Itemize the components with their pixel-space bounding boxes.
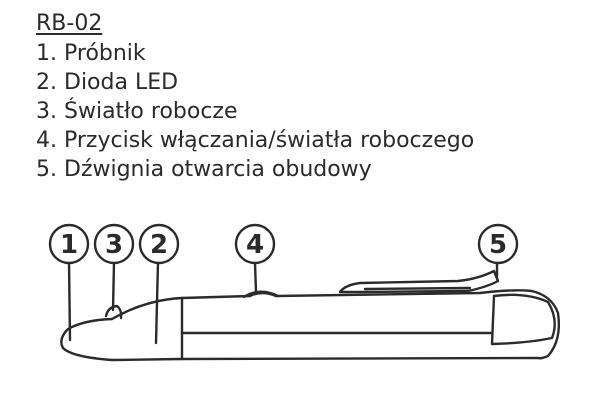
- callout-label-1: 1: [60, 230, 78, 260]
- case-lever: [490, 293, 556, 346]
- pocket-clip: [338, 269, 500, 294]
- end-cap: [530, 289, 561, 360]
- probe-tip: [60, 317, 114, 362]
- callout-circle-2: [138, 223, 180, 265]
- nose-cone: [110, 296, 184, 362]
- callout-circle-3: [93, 223, 135, 265]
- legend-item-4: 4.Przycisk włączania/światła roboczego: [36, 128, 475, 153]
- clip-inner-line: [363, 286, 472, 291]
- callout-circle-1: [48, 223, 90, 265]
- callout-label-2: 2: [150, 230, 168, 260]
- power-button: [242, 290, 280, 299]
- work-light: [104, 304, 123, 320]
- legend-item-2: 2.Dioda LED: [36, 70, 179, 95]
- leader-1: [67, 260, 72, 342]
- body-bottom-edge: [180, 356, 540, 361]
- legend-item-3: 3.Światło robocze: [36, 99, 238, 124]
- leader-2: [154, 260, 160, 345]
- callout-circle-5: [477, 223, 519, 265]
- callout-label-3: 3: [105, 230, 123, 260]
- legend-item-1: 1.Próbnik: [36, 41, 146, 66]
- leader-4: [253, 261, 258, 294]
- callout-label-4: 4: [246, 230, 264, 260]
- leader-3: [111, 260, 116, 312]
- diagram-title: RB-02: [36, 11, 103, 36]
- callout-circle-4: [234, 223, 276, 265]
- parts-legend: 1.Próbnik 2.Dioda LED 3.Światło robocze …: [36, 39, 474, 184]
- callout-label-5: 5: [489, 230, 507, 260]
- legend-item-5: 5.Dźwignia otwarcia obudowy: [36, 157, 372, 182]
